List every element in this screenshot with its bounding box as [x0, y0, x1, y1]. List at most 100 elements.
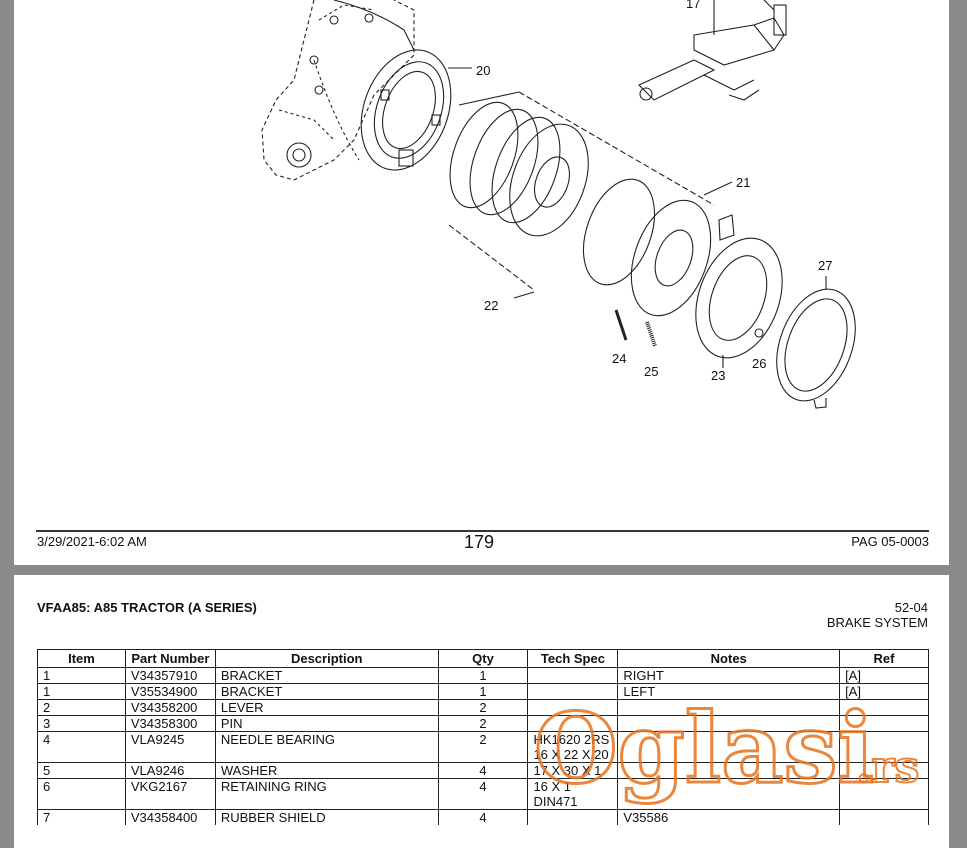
parts-table: Item Part Number Description Qty Tech Sp… — [37, 649, 929, 825]
cell-description: LEVER — [214, 699, 439, 716]
cell-part-number: V34358200 — [124, 699, 216, 716]
watermark-brand: Oglasi — [534, 692, 874, 805]
page-number: 179 — [464, 532, 495, 552]
cell-part-number: VKG2167 — [124, 778, 216, 810]
col-header-notes: Notes — [617, 649, 841, 668]
cell-description: NEEDLE BEARING — [214, 731, 439, 763]
cell-tech-spec — [527, 667, 619, 684]
table-row: 5 VLA9246 WASHER 4 17 X 30 X 1 — [37, 762, 929, 779]
cell-ref — [839, 762, 929, 779]
document-title: VFAA85: A85 TRACTOR (A SERIES) — [37, 600, 257, 615]
cell-item: 7 — [37, 809, 126, 825]
callout-23: 23 — [711, 368, 725, 383]
part-22-disc-stack — [448, 91, 715, 299]
cell-tech-spec — [527, 683, 619, 700]
cell-ref: [A] — [839, 683, 929, 700]
table-row: 4 VLA9245 NEEDLE BEARING 2 HK1620 2RS 16… — [37, 731, 929, 763]
cell-qty: 2 — [437, 731, 529, 763]
cell-qty: 1 — [437, 667, 529, 684]
callout-25: 25 — [644, 364, 658, 379]
cell-item: 3 — [37, 715, 126, 732]
callout-20: 20 — [476, 63, 490, 78]
cell-ref — [839, 715, 929, 732]
cell-tech-spec — [527, 699, 619, 716]
cell-item: 6 — [37, 778, 126, 810]
cell-qty: 4 — [437, 762, 529, 779]
table-row: 1 V34357910 BRACKET 1 RIGHT [A] — [37, 667, 929, 684]
part-21-plates — [582, 178, 733, 317]
table-row: 3 V34358300 PIN 2 — [37, 715, 929, 732]
cell-notes: LEFT — [617, 683, 841, 700]
section-code: 52-04 — [894, 600, 928, 615]
col-header-description: Description — [214, 649, 439, 668]
callout-17: 17 — [686, 0, 700, 11]
cell-item: 5 — [37, 762, 126, 779]
part-26-ball — [754, 328, 764, 338]
part-24-pin — [614, 309, 628, 341]
cell-item: 1 — [37, 667, 126, 684]
callout-26: 26 — [752, 356, 766, 371]
cell-part-number: VLA9246 — [124, 762, 216, 779]
oglasi-watermark-logo: Oglasi .rs — [534, 691, 920, 807]
cell-qty: 2 — [437, 715, 529, 732]
cell-qty: 4 — [437, 809, 529, 825]
callout-21: 21 — [736, 175, 750, 190]
section-name: BRAKE SYSTEM — [826, 615, 928, 630]
cell-qty: 4 — [437, 778, 529, 810]
cell-item: 4 — [37, 731, 126, 763]
cell-part-number: V34358400 — [124, 809, 216, 825]
cell-ref — [839, 699, 929, 716]
cell-description: WASHER — [214, 762, 439, 779]
parts-diagram-page: 17 20 21 22 24 25 23 26 27 3/29/2021-6:0… — [14, 0, 949, 565]
cell-notes: RIGHT — [617, 667, 841, 684]
table-row: 6 VKG2167 RETAINING RING 4 16 X 1 DIN471 — [37, 778, 929, 810]
col-header-tech-spec: Tech Spec — [527, 649, 619, 668]
cell-notes: V35586 — [617, 809, 841, 825]
part-25-spring — [645, 321, 657, 347]
cell-description: BRACKET — [214, 683, 439, 700]
cell-item: 1 — [37, 683, 126, 700]
footer-divider — [36, 530, 929, 532]
cell-tech-spec: HK1620 2RS 16 X 22 X 20 — [527, 731, 619, 763]
cell-qty: 2 — [437, 699, 529, 716]
cell-item: 2 — [37, 699, 126, 716]
cell-tech-spec: 17 X 30 X 1 — [527, 762, 619, 779]
part-27-ring — [776, 276, 856, 409]
cell-ref — [839, 731, 929, 763]
part-17-actuator — [638, 0, 787, 101]
col-header-part-number: Part Number — [124, 649, 216, 668]
brake-exploded-diagram: 17 20 21 22 24 25 23 26 27 — [261, 0, 856, 409]
cell-description: PIN — [214, 715, 439, 732]
cell-qty: 1 — [437, 683, 529, 700]
cell-tech-spec: 16 X 1 DIN471 — [527, 778, 619, 810]
col-header-ref: Ref — [839, 649, 929, 668]
col-header-qty: Qty — [437, 649, 529, 668]
cell-part-number: V34357910 — [124, 667, 216, 684]
callout-24: 24 — [612, 351, 626, 366]
parts-list-page: VFAA85: A85 TRACTOR (A SERIES) 52-04 BRA… — [14, 575, 949, 848]
cell-part-number: V35534900 — [124, 683, 216, 700]
col-header-item: Item — [37, 649, 126, 668]
table-header-row: Item Part Number Description Qty Tech Sp… — [37, 649, 929, 668]
callout-22: 22 — [484, 298, 498, 313]
cell-ref — [839, 809, 929, 825]
page-code: PAG 05-0003 — [851, 534, 929, 549]
table-row: 2 V34358200 LEVER 2 — [37, 699, 929, 716]
part-20-ring — [360, 49, 472, 171]
table-row: 1 V35534900 BRACKET 1 LEFT [A] — [37, 683, 929, 700]
watermark-tld: .rs — [856, 742, 919, 793]
cell-notes — [617, 778, 841, 810]
cell-part-number: V34358300 — [124, 715, 216, 732]
part-23-plate — [695, 214, 783, 368]
cell-description: RUBBER SHIELD — [214, 809, 439, 825]
table-row: 7 V34358400 RUBBER SHIELD 4 V35586 — [37, 809, 929, 825]
cell-part-number: VLA9245 — [124, 731, 216, 763]
cell-tech-spec — [527, 715, 619, 732]
cell-tech-spec — [527, 809, 619, 825]
cell-description: RETAINING RING — [214, 778, 439, 810]
callout-27: 27 — [818, 258, 832, 273]
cell-description: BRACKET — [214, 667, 439, 684]
cell-ref: [A] — [839, 667, 929, 684]
cell-ref — [839, 778, 929, 810]
footer-date: 3/29/2021-6:02 AM — [37, 534, 147, 549]
